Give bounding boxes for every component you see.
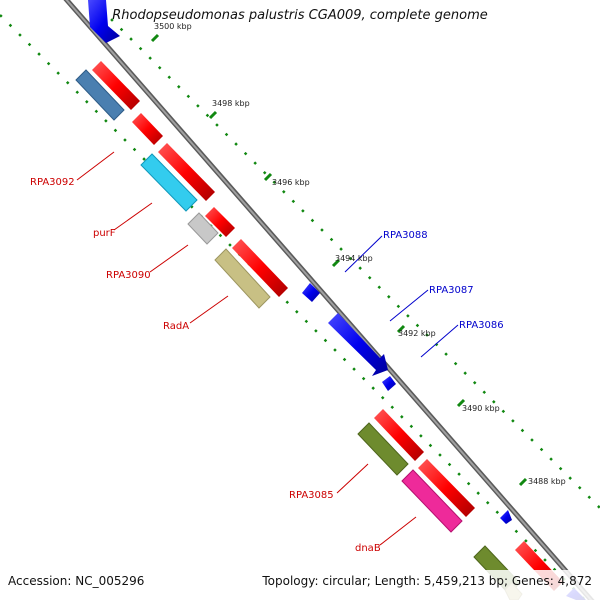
gene-label-radA: RadA [163,321,189,332]
gene-red-5 [232,239,288,297]
genome-backbone-highlight [65,0,593,600]
gene-label-rpa3090: RPA3090 [106,270,151,281]
label-leaders [76,151,459,546]
gene-forward-top [88,0,120,43]
kbp-label-3492: 3492 kbp [398,329,436,338]
gene-label-purF: purF [93,228,116,239]
kbp-labels: 3500 kbp 3498 kbp 3496 kbp 3494 kbp 3492… [154,22,566,486]
gene-red-4 [205,207,235,237]
tick-3498 [208,110,218,120]
ruler-track-inner [0,14,586,600]
map-title: Rhodopseudomonas palustris CGA009, compl… [112,8,488,23]
leader-rpa3087 [389,289,429,322]
gene-dnaB-box [401,469,463,533]
leader-rpa3092 [76,151,115,181]
footer-background [0,570,600,600]
gene-rpa3092-box [75,69,125,121]
gene-rpa3085-box [357,422,409,476]
gene-label-dnaB: dnaB [355,543,381,554]
gene-label-rpa3088: RPA3088 [383,230,428,241]
leader-rpa3088 [344,235,383,273]
tick-3490 [456,398,466,408]
kbp-label-3500: 3500 kbp [154,22,192,31]
gene-label-rpa3086: RPA3086 [459,320,504,331]
kbp-label-3490: 3490 kbp [462,404,500,413]
leader-dnaB [379,516,417,546]
gene-label-rpa3092: RPA3092 [30,177,75,188]
kbp-ticks [150,33,528,487]
leader-rpa3086 [420,324,459,358]
tick-3494 [331,258,341,268]
leader-radA [189,295,229,324]
leader-purF [113,202,153,231]
gene-forward-small [500,510,512,524]
tick-3488 [518,477,528,487]
genome-summary-text: Topology: circular; Length: 5,459,213 bp… [262,574,592,588]
kbp-label-3488: 3488 kbp [528,477,566,486]
gene-purF-box [140,153,198,212]
gene-red-2 [132,113,163,145]
functional-genes [75,69,523,600]
gene-radA-box [214,248,271,309]
tick-3500 [150,33,160,43]
gene-rpa3088 [302,283,320,302]
kbp-label-3496: 3496 kbp [272,178,310,187]
forward-strand-genes [88,0,586,600]
accession-text: Accession: NC_005296 [8,574,145,588]
kbp-label-3498: 3498 kbp [212,99,250,108]
tick-3492 [396,324,406,334]
kbp-label-3494: 3494 kbp [335,254,373,263]
gene-rpa3090-box [187,212,219,245]
gene-labels: RPA3092 purF RPA3090 RadA RPA3085 dnaB R… [30,177,504,554]
leader-rpa3085 [336,463,369,494]
leader-rpa3090 [149,244,189,273]
gene-rpa3086 [382,376,396,391]
gene-label-rpa3087: RPA3087 [429,285,474,296]
gene-rpa3087 [328,313,388,376]
gene-red-3 [158,143,215,201]
tick-3496 [263,172,273,182]
gene-red-1 [92,61,140,110]
gene-red-6 [374,409,424,461]
gene-red-7 [418,459,475,517]
gene-label-rpa3085: RPA3085 [289,490,334,501]
